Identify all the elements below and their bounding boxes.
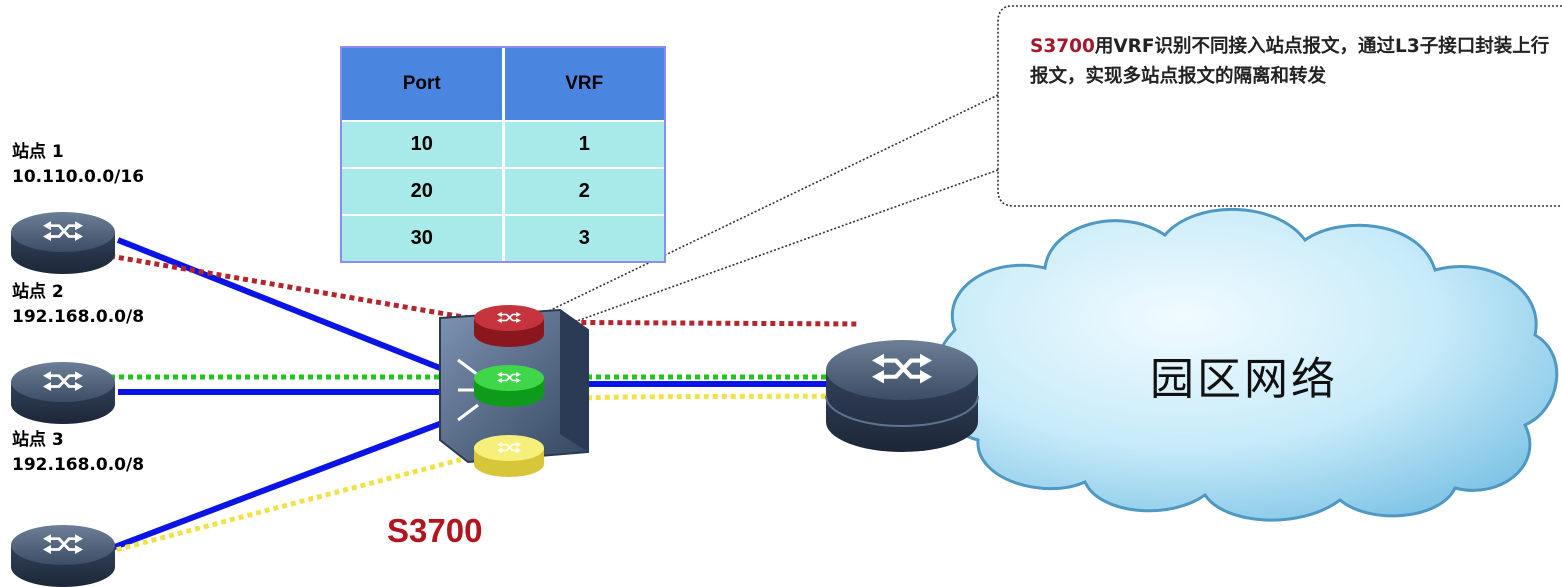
site3-uplink bbox=[110, 417, 452, 551]
vrf-cell: 3 bbox=[501, 214, 664, 261]
yellow-virtual-router-icon bbox=[474, 435, 544, 477]
vrf-cell: 1 bbox=[501, 120, 664, 168]
port-cell: 10 bbox=[342, 120, 503, 168]
site1-subnet: 10.110.0.0/16 bbox=[12, 167, 145, 187]
table-header-row: Port VRF bbox=[342, 48, 664, 121]
table-row: 10 1 bbox=[342, 120, 664, 168]
site1-uplink bbox=[116, 237, 452, 375]
callout-pointer bbox=[504, 94, 999, 333]
site1-name: 站点 1 bbox=[12, 142, 64, 162]
table-row: 30 3 bbox=[342, 214, 664, 261]
site-uplinks bbox=[110, 237, 835, 551]
port-column-header: Port bbox=[342, 48, 503, 121]
callout-box bbox=[504, 5, 1562, 346]
site3-label: 站点 3 192.168.0.0/8 bbox=[12, 428, 144, 478]
site3-vrf-path bbox=[107, 449, 491, 555]
site3-subnet: 192.168.0.0/8 bbox=[12, 455, 145, 475]
core-router-icon bbox=[825, 340, 979, 452]
cloud-label: 园区网络 bbox=[1150, 354, 1338, 405]
site3-router-icon bbox=[11, 525, 115, 587]
red-virtual-router-icon bbox=[474, 305, 544, 347]
switch-label: S3700 bbox=[387, 512, 483, 549]
callout-body: 用VRF识别不同接入站点报文，通过L3子接口封装上行报文，实现多站点报文的隔离和… bbox=[1030, 36, 1550, 87]
callout-text: S3700用VRF识别不同接入站点报文，通过L3子接口封装上行报文，实现多站点报… bbox=[1030, 32, 1550, 92]
port-cell: 30 bbox=[342, 214, 503, 261]
callout-pointer bbox=[509, 169, 999, 346]
campus-cloud bbox=[931, 207, 1559, 522]
site2-subnet: 192.168.0.0/8 bbox=[12, 307, 145, 327]
vrf-mapping-table: Port VRF 10 1 20 2 30 3 bbox=[340, 46, 666, 263]
green-virtual-router-icon bbox=[474, 365, 544, 407]
vrf-column-header: VRF bbox=[501, 48, 664, 121]
vrf-cell: 2 bbox=[501, 167, 664, 215]
callout-highlight: S3700 bbox=[1030, 36, 1095, 57]
site2-router-icon bbox=[11, 362, 115, 424]
table-row: 20 2 bbox=[342, 167, 664, 215]
site2-name: 站点 2 bbox=[12, 282, 64, 302]
site3-name: 站点 3 bbox=[12, 430, 64, 450]
port-cell: 20 bbox=[342, 167, 503, 215]
site1-router-icon bbox=[11, 212, 115, 274]
site2-label: 站点 2 192.168.0.0/8 bbox=[12, 280, 144, 330]
site1-label: 站点 1 10.110.0.0/16 bbox=[12, 140, 144, 190]
